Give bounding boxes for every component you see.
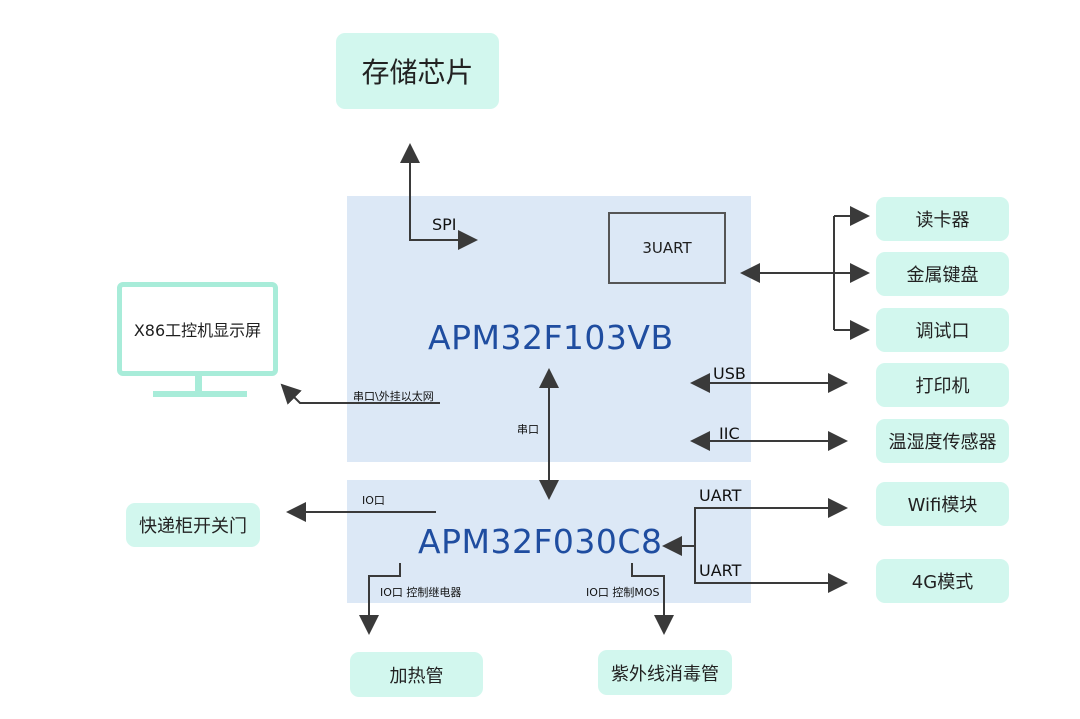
- storage-chip: 存储芯片: [336, 33, 499, 109]
- spi-label: SPI: [432, 215, 457, 234]
- monitor-base: [153, 391, 247, 397]
- mcu-main-title: APM32F103VB: [428, 318, 674, 357]
- spi-link: [400, 143, 478, 250]
- heater-chip: 加热管: [350, 652, 483, 697]
- serial-eth-label: 串口\外挂以太网: [353, 390, 434, 403]
- relay-link: [359, 563, 401, 635]
- wifi-chip: Wifi模块: [876, 482, 1009, 526]
- locker-chip: 快递柜开关门: [126, 503, 260, 547]
- monitor-label: X86工控机显示屏: [133, 321, 262, 340]
- card-reader-chip: 读卡器: [876, 197, 1009, 241]
- usb-label: USB: [713, 364, 746, 383]
- mos-link: [631, 563, 674, 635]
- module-4g-chip: 4G模式: [876, 559, 1009, 603]
- iic-label: IIC: [719, 424, 740, 443]
- io-label: IO口: [362, 494, 385, 507]
- printer-chip: 打印机: [876, 363, 1009, 407]
- debug-port-chip: 调试口: [876, 308, 1009, 352]
- uart-box-label: 3UART: [642, 239, 692, 257]
- io-relay-label: IO口 控制继电器: [380, 586, 462, 599]
- temp-humidity-chip: 温湿度传感器: [876, 419, 1009, 463]
- uart-wifi-label: UART: [699, 486, 742, 505]
- uart-4g-link: [694, 546, 848, 593]
- monitor-stand: [195, 376, 202, 392]
- io-mos-label: IO口 控制MOS: [586, 586, 660, 599]
- uart-wifi-link: [662, 498, 848, 556]
- uv-lamp-chip: 紫外线消毒管: [598, 650, 732, 695]
- uart-box: 3UART: [608, 212, 726, 284]
- serial-label: 串口: [517, 423, 539, 436]
- monitor-icon: X86工控机显示屏: [117, 282, 278, 376]
- metal-keyboard-chip: 金属键盘: [876, 252, 1009, 296]
- mcu-sub-title: APM32F030C8: [418, 522, 663, 561]
- uart-4g-label: UART: [699, 561, 742, 580]
- monitor-link: [280, 383, 440, 405]
